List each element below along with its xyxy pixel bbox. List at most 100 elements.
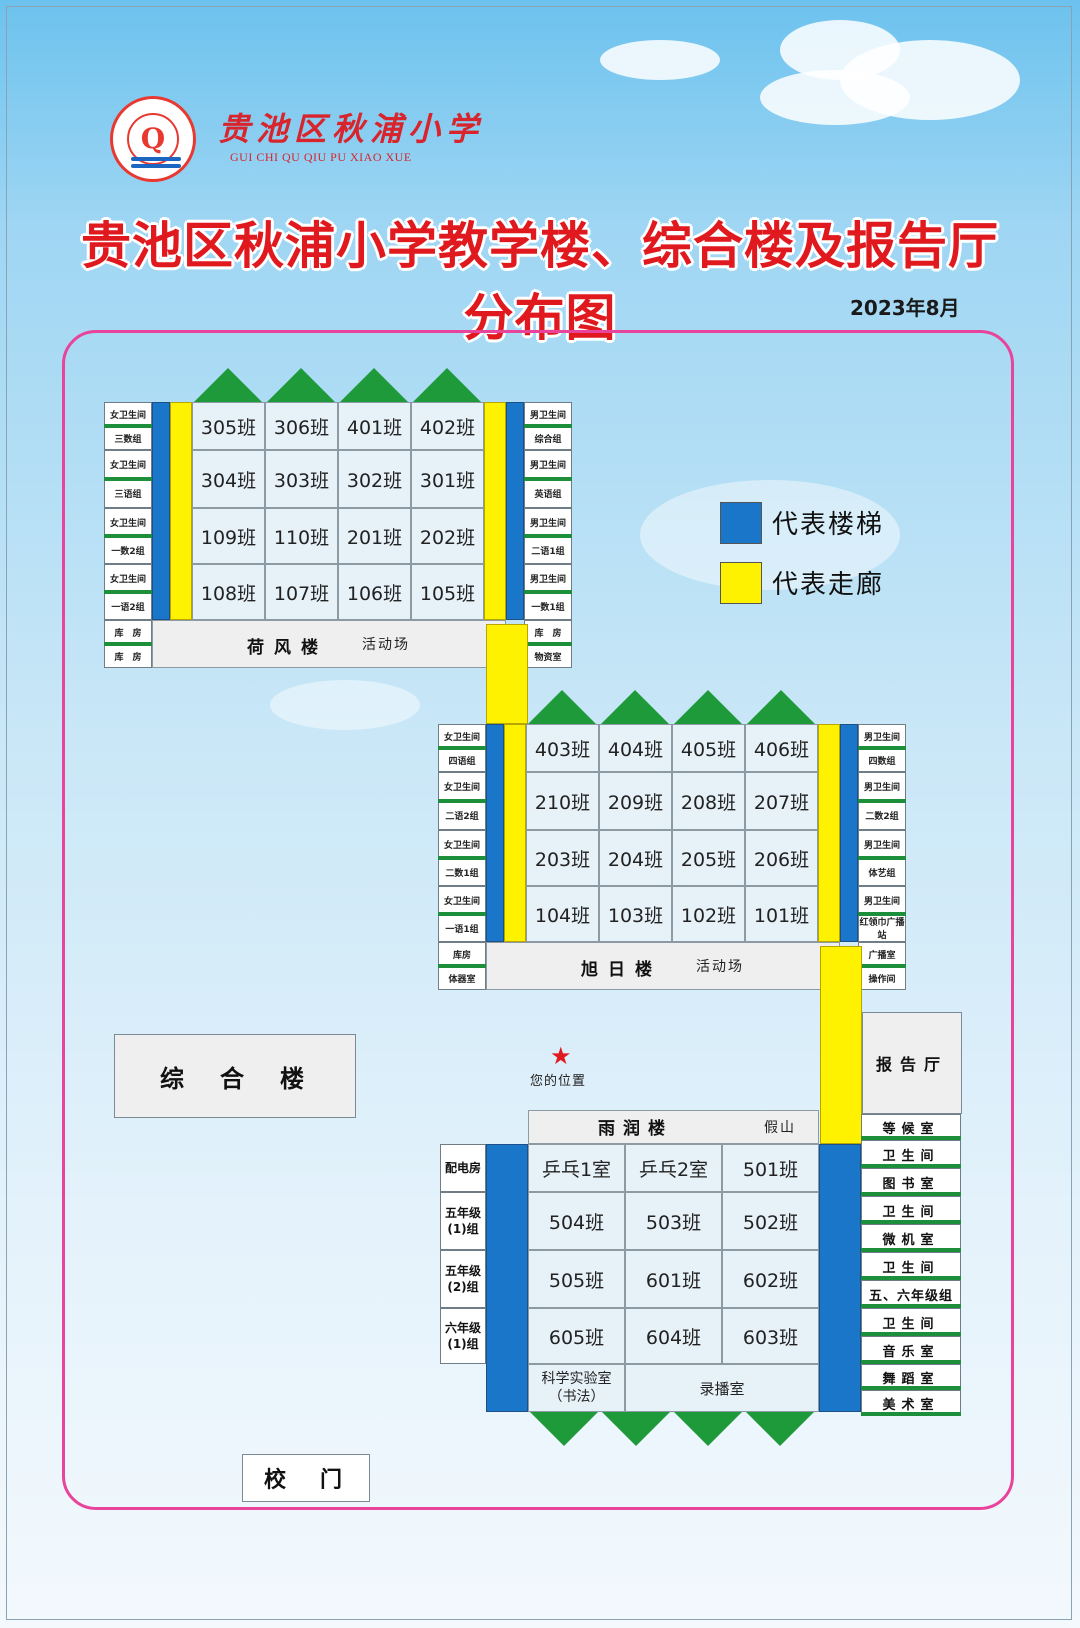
roof-triangle	[674, 1412, 742, 1446]
legend-corridor-swatch	[720, 562, 762, 604]
roof-triangle	[674, 690, 742, 724]
classroom: 102班	[672, 886, 745, 942]
roof-triangle	[267, 368, 335, 402]
roof-triangle	[746, 1412, 814, 1446]
right-side-room: 男卫生间	[524, 450, 572, 479]
green-divider	[438, 856, 486, 860]
classroom: 107班	[265, 564, 338, 620]
building-name: 旭日楼	[581, 960, 662, 980]
classroom: 207班	[745, 772, 818, 830]
left-side-room: 三语组	[104, 479, 152, 508]
activity-bar	[486, 942, 840, 990]
left-side-room: 四语组	[438, 748, 486, 772]
roof-triangle	[413, 368, 481, 402]
left-side-room: 五年级 (1)组	[440, 1192, 486, 1250]
left-side-room: 女卫生间	[104, 450, 152, 479]
green-divider	[524, 590, 572, 594]
right-side-room: 男卫生间	[858, 830, 906, 858]
green-divider	[861, 1248, 961, 1252]
stair	[486, 724, 504, 942]
green-divider	[858, 799, 906, 803]
stair	[506, 402, 524, 620]
green-divider	[438, 912, 486, 916]
corridor	[504, 724, 526, 942]
left-side-room: 配电房	[440, 1144, 486, 1192]
storage-room: 库 房	[104, 620, 152, 644]
green-divider	[858, 912, 906, 916]
green-divider	[858, 746, 906, 750]
classroom: 106班	[338, 564, 411, 620]
classroom: 406班	[745, 724, 818, 772]
green-divider	[104, 424, 152, 428]
school-gate: 校 门	[242, 1454, 370, 1502]
green-divider	[524, 424, 572, 428]
science-lab: 科学实验室 （书法）	[528, 1364, 625, 1412]
right-side-room: 男卫生间	[858, 772, 906, 801]
green-divider	[104, 590, 152, 594]
classroom: 204班	[599, 830, 672, 886]
left-side-room: 二数1组	[438, 858, 486, 886]
classroom: 206班	[745, 830, 818, 886]
stair	[152, 402, 170, 620]
activity-label: 活动场	[362, 637, 410, 653]
stair	[486, 1144, 528, 1412]
you-are-here-star-icon: ★	[550, 1042, 572, 1070]
left-side-room: 一语2组	[104, 592, 152, 620]
date-label: 2023年8月	[850, 296, 960, 320]
classroom: 304班	[192, 450, 265, 508]
green-divider	[861, 1220, 961, 1224]
storage-room: 物资室	[524, 644, 572, 668]
classroom: 605班	[528, 1308, 625, 1364]
cloud	[640, 480, 900, 590]
right-side-room: 四数组	[858, 748, 906, 772]
green-divider	[861, 1276, 961, 1280]
green-divider	[438, 799, 486, 803]
logo-wave-icon	[131, 164, 181, 168]
classroom: 402班	[411, 402, 484, 450]
activity-bar	[152, 620, 506, 668]
classroom: 209班	[599, 772, 672, 830]
classroom: 109班	[192, 508, 265, 564]
classroom: 306班	[265, 402, 338, 450]
classroom: 604班	[625, 1308, 722, 1364]
classroom: 505班	[528, 1250, 625, 1308]
logo-inner-ring: Q	[127, 113, 179, 165]
classroom: 202班	[411, 508, 484, 564]
roof-triangle	[602, 1412, 670, 1446]
zonghe-building: 综 合 楼	[114, 1034, 356, 1118]
school-name-cn: 贵池区秋浦小学	[218, 110, 485, 148]
left-side-room: 一数2组	[104, 536, 152, 564]
classroom: 504班	[528, 1192, 625, 1250]
right-side-room: 卫生间	[861, 1308, 961, 1336]
corridor	[818, 724, 840, 942]
green-divider	[861, 1412, 961, 1416]
green-divider	[858, 856, 906, 860]
left-side-room: 女卫生间	[104, 564, 152, 592]
storage-room: 库 房	[524, 620, 572, 644]
recording-room: 录播室	[625, 1364, 819, 1412]
corridor	[484, 402, 506, 620]
right-side-room: 男卫生间	[524, 402, 572, 426]
you-are-here-label: 您的位置	[530, 1074, 587, 1089]
green-divider	[104, 534, 152, 538]
classroom: 201班	[338, 508, 411, 564]
left-side-room: 女卫生间	[438, 772, 486, 801]
green-divider	[438, 964, 486, 968]
classroom: 503班	[625, 1192, 722, 1250]
green-divider	[861, 1192, 961, 1196]
right-side-room: 等候室	[861, 1114, 961, 1140]
right-side-room: 一数1组	[524, 592, 572, 620]
rockery-label: 假山	[764, 1120, 796, 1136]
right-side-room: 卫生间	[861, 1196, 961, 1224]
green-divider	[861, 1386, 961, 1390]
school-logo: Q	[110, 96, 196, 182]
storage-room: 库 房	[104, 644, 152, 668]
left-side-room: 女卫生间	[438, 830, 486, 858]
right-side-room: 五、六年级组	[861, 1280, 961, 1308]
poster-frame	[6, 6, 1072, 1620]
classroom: 305班	[192, 402, 265, 450]
left-side-room: 一语1组	[438, 914, 486, 942]
classroom: 205班	[672, 830, 745, 886]
green-divider	[524, 534, 572, 538]
left-side-room: 三数组	[104, 426, 152, 450]
